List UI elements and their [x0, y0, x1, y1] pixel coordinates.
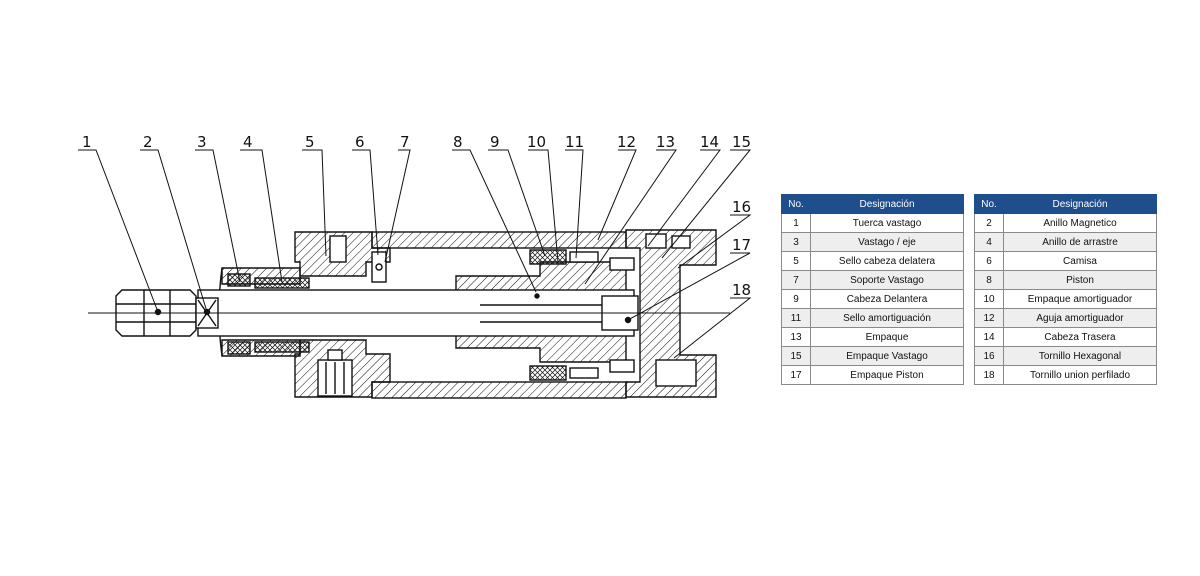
column-header-no: No. [974, 194, 1004, 214]
callout-8: 8 [453, 133, 463, 151]
cell-designation: Soporte Vastago [810, 270, 964, 290]
cell-no: 16 [974, 346, 1004, 366]
cell-designation: Aguja amortiguador [1003, 308, 1157, 328]
front-port [329, 235, 347, 263]
piston-seal-lower [529, 365, 567, 381]
cylinder-cross-section-diagram: 1 2 3 4 5 6 7 8 9 10 11 12 13 14 15 16 1… [78, 133, 752, 399]
table-header-row: No. Designación [974, 194, 1157, 214]
cell-no: 17 [781, 365, 811, 385]
callout-11: 11 [565, 133, 584, 151]
cell-no: 13 [781, 327, 811, 347]
cell-no: 5 [781, 251, 811, 271]
callout-13: 13 [656, 133, 675, 151]
cell-no: 3 [781, 232, 811, 252]
tube-upper-wall [371, 231, 627, 249]
callout-numbers: 1 2 3 4 5 6 7 8 9 10 11 12 13 14 15 16 1… [82, 133, 751, 299]
cell-no: 2 [974, 213, 1004, 233]
callout-18: 18 [732, 281, 751, 299]
cell-no: 12 [974, 308, 1004, 328]
cell-no: 9 [781, 289, 811, 309]
cell-designation: Empaque Vastago [810, 346, 964, 366]
cell-no: 4 [974, 232, 1004, 252]
callout-6: 6 [355, 133, 365, 151]
cell-no: 7 [781, 270, 811, 290]
column-header-no: No. [781, 194, 811, 214]
table-header-row: No. Designación [781, 194, 964, 214]
callout-leaders [78, 149, 752, 359]
callout-7: 7 [400, 133, 410, 151]
column-header-designation: Designación [810, 194, 964, 214]
callout-4: 4 [243, 133, 253, 151]
cell-designation: Tornillo union perfilado [1003, 365, 1157, 385]
cell-designation: Empaque amortiguador [1003, 289, 1157, 309]
wiper-lower [254, 341, 310, 353]
cell-no: 11 [781, 308, 811, 328]
cell-no: 15 [781, 346, 811, 366]
cell-no: 18 [974, 365, 1004, 385]
callout-10: 10 [527, 133, 546, 151]
callout-12: 12 [617, 133, 636, 151]
rear-bolt-pocket [655, 359, 697, 387]
callout-9: 9 [490, 133, 500, 151]
cell-designation: Sello cabeza delatera [810, 251, 964, 271]
cell-designation: Cabeza Trasera [1003, 327, 1157, 347]
cell-designation: Anillo Magnetico [1003, 213, 1157, 233]
callout-17: 17 [732, 236, 751, 254]
callout-15: 15 [732, 133, 751, 151]
cell-no: 10 [974, 289, 1004, 309]
callout-2: 2 [143, 133, 153, 151]
callout-16: 16 [732, 198, 751, 216]
cell-no: 6 [974, 251, 1004, 271]
callout-14: 14 [700, 133, 719, 151]
cell-designation: Piston [1003, 270, 1157, 290]
cell-designation: Empaque Piston [810, 365, 964, 385]
tube-lower-wall [371, 381, 627, 399]
wiper-upper [254, 277, 310, 289]
column-header-designation: Designación [1003, 194, 1157, 214]
cell-designation: Camisa [1003, 251, 1157, 271]
piston-seal-upper [529, 249, 567, 265]
cell-designation: Cabeza Delantera [810, 289, 964, 309]
cell-designation: Empaque [810, 327, 964, 347]
cell-no: 14 [974, 327, 1004, 347]
callout-1: 1 [82, 133, 92, 151]
cell-no: 8 [974, 270, 1004, 290]
callout-5: 5 [305, 133, 315, 151]
callout-3: 3 [197, 133, 207, 151]
cell-designation: Anillo de arrastre [1003, 232, 1157, 252]
cell-designation: Tuerca vastago [810, 213, 964, 233]
cell-designation: Tornillo Hexagonal [1003, 346, 1157, 366]
cell-designation: Sello amortiguación [810, 308, 964, 328]
cell-designation: Vastago / eje [810, 232, 964, 252]
cell-no: 1 [781, 213, 811, 233]
